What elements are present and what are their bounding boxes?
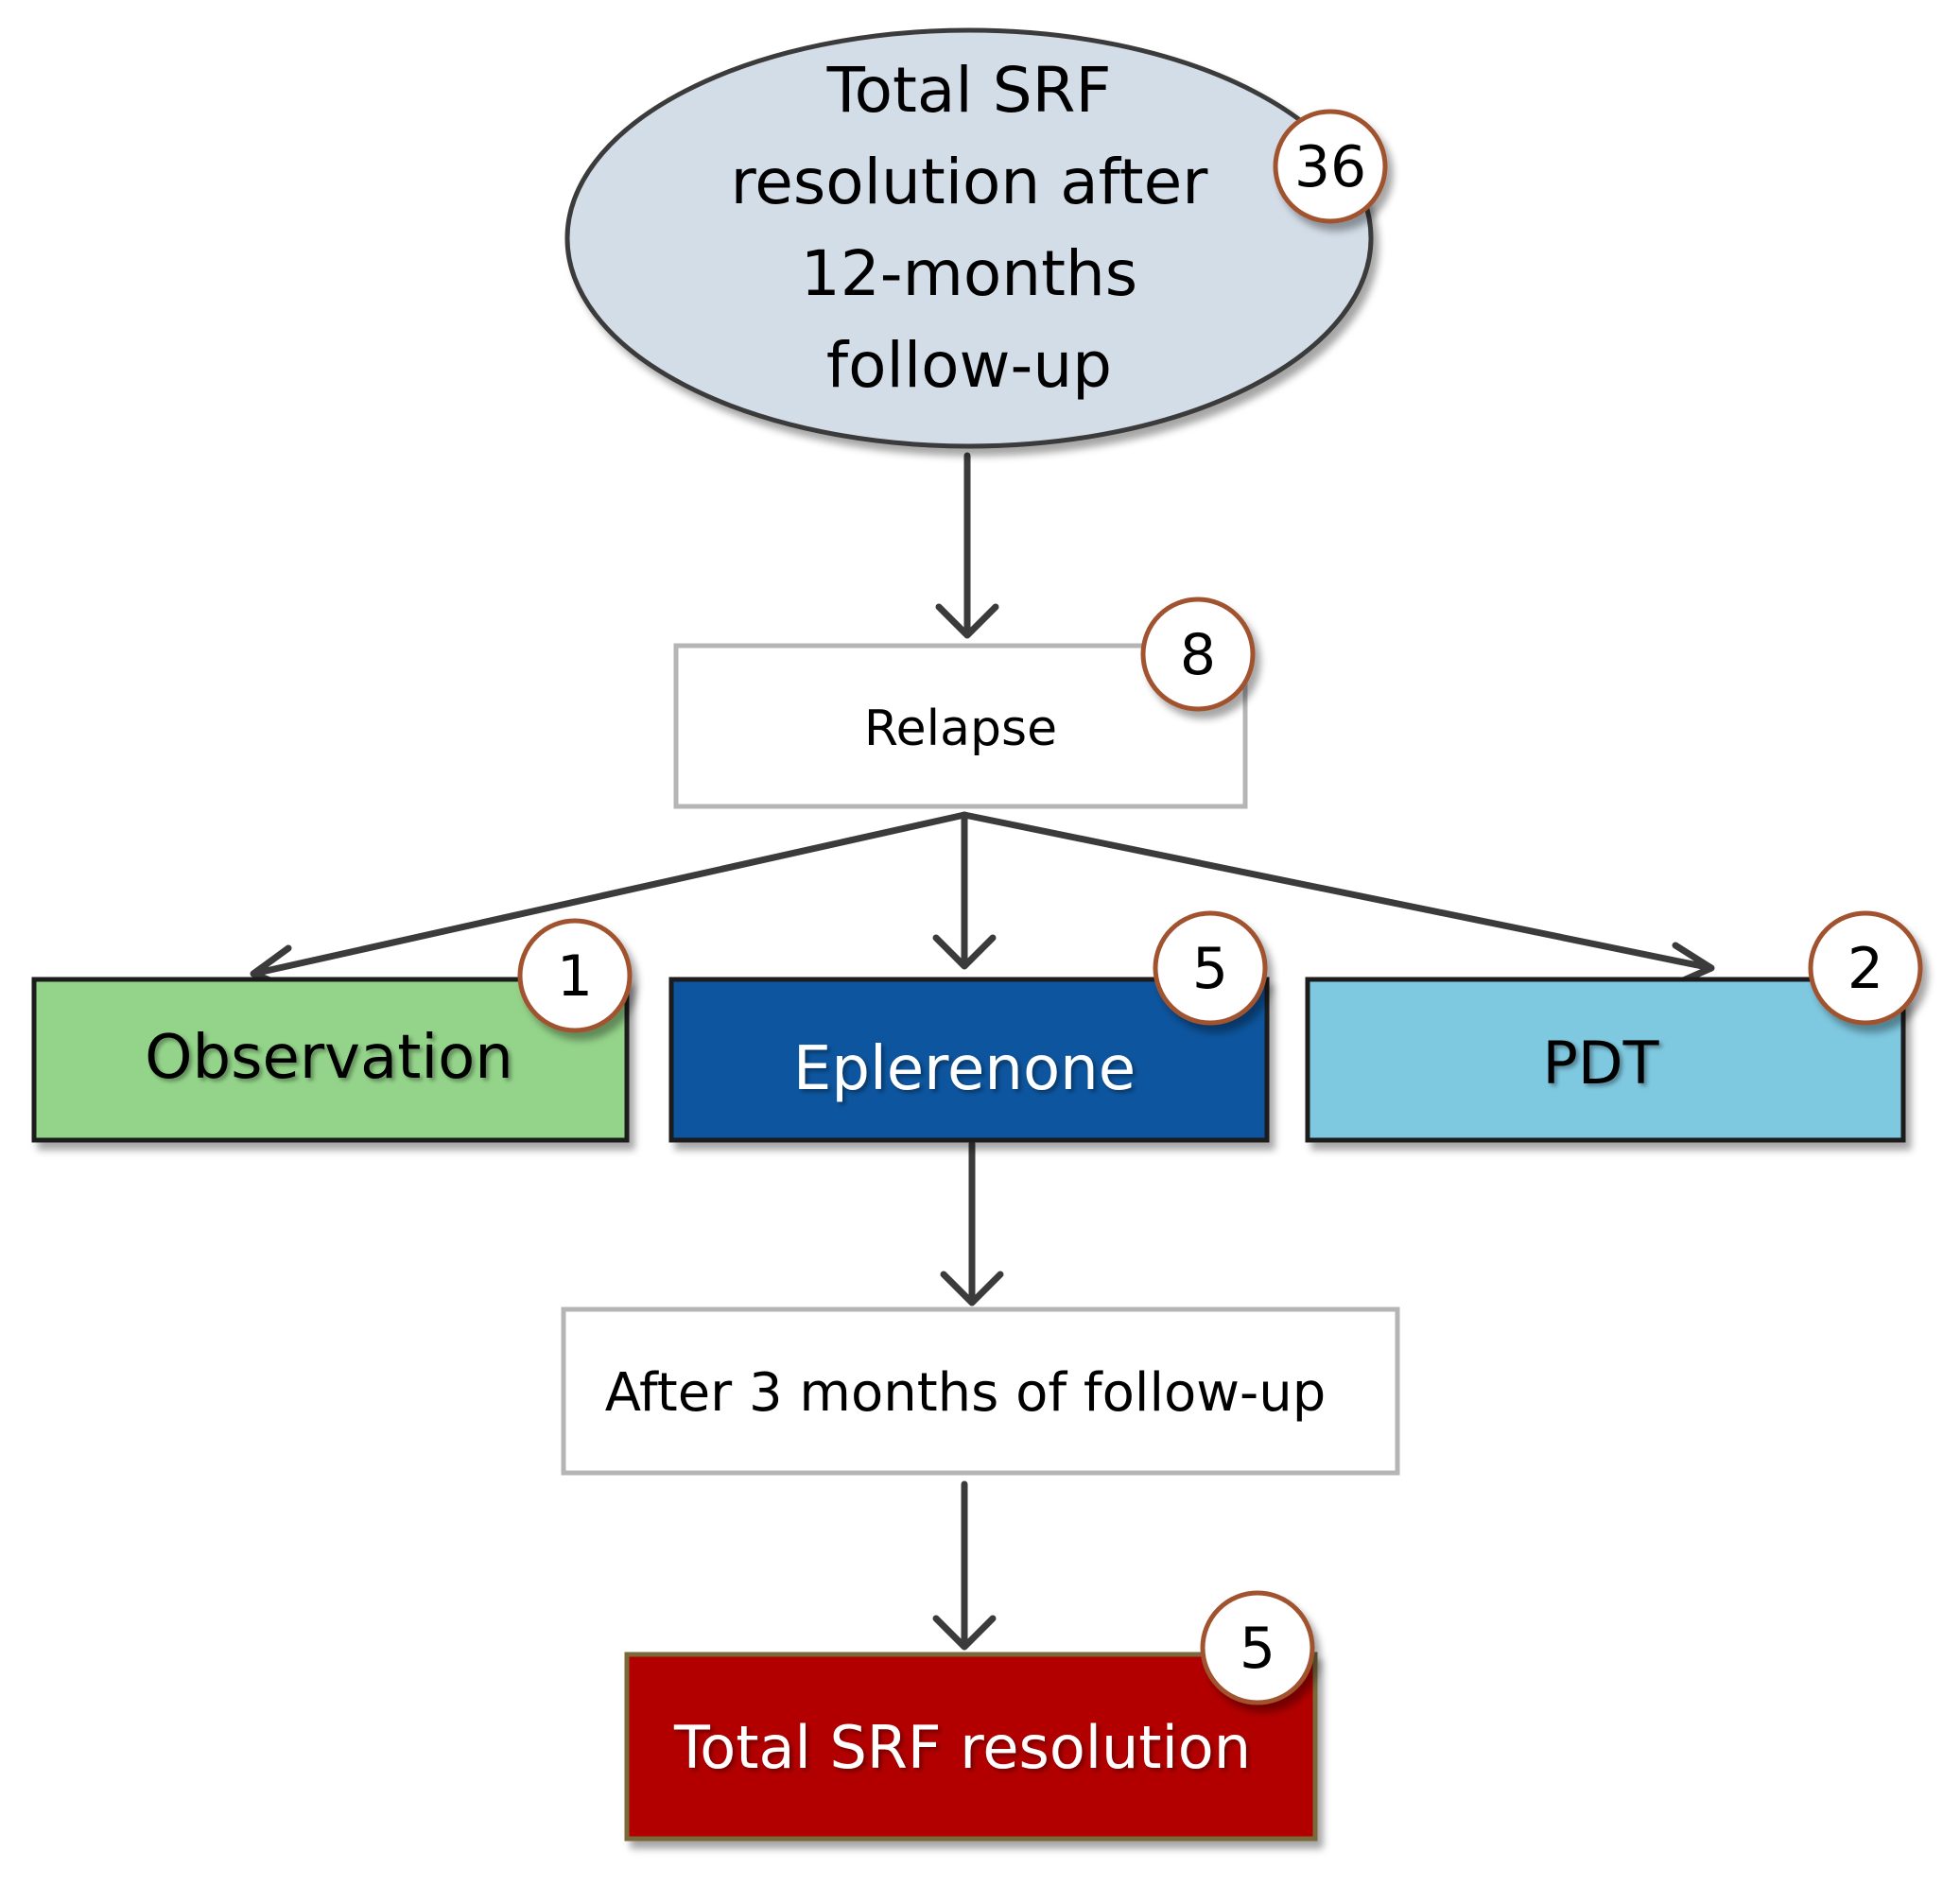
pdt-label: PDT — [1542, 1029, 1659, 1098]
arrows — [250, 452, 1715, 1651]
followup-label: After 3 months of follow-up — [605, 1362, 1327, 1424]
badge-observation: 1 — [517, 918, 633, 1033]
observation-label: Observation — [145, 1023, 513, 1093]
relapse-label: Relapse — [864, 701, 1057, 757]
badge-observation-count: 1 — [557, 943, 593, 1010]
badge-relapse: 8 — [1140, 597, 1256, 712]
start-node: Total SRF resolution after 12-months fol… — [564, 27, 1374, 449]
arrow-eplerenone-to-followup — [940, 1140, 1004, 1306]
pdt-node: PDT — [1305, 977, 1906, 1143]
pdt-box — [1305, 977, 1906, 1143]
arrow-relapse-to-eplerenone — [932, 811, 997, 970]
badge-start-circle — [1273, 109, 1388, 224]
badge-start-count: 36 — [1294, 134, 1366, 200]
badge-pdt-circle — [1808, 910, 1923, 1026]
resolution-node: Total SRF resolution — [624, 1652, 1318, 1842]
arrow-start-to-relapse — [935, 452, 999, 639]
followup-box — [561, 1306, 1400, 1476]
count-badges: 36 8 1 5 2 5 — [517, 109, 1923, 1705]
badge-start: 36 — [1273, 109, 1388, 224]
relapse-node: Relapse — [673, 643, 1248, 809]
badge-pdt-count: 2 — [1847, 936, 1883, 1002]
relapse-box — [673, 643, 1248, 809]
eplerenone-label: Eplerenone — [793, 1034, 1136, 1104]
start-line-4: follow-up — [826, 329, 1112, 402]
followup-node: After 3 months of follow-up — [561, 1306, 1400, 1476]
start-line-1: Total SRF — [826, 54, 1112, 127]
eplerenone-box — [668, 977, 1270, 1143]
badge-relapse-circle — [1140, 597, 1256, 712]
badge-resolution: 5 — [1200, 1590, 1315, 1705]
badge-eplerenone-count: 5 — [1192, 936, 1228, 1002]
arrow-followup-to-resolution — [932, 1480, 997, 1651]
badge-eplerenone-circle — [1153, 910, 1268, 1026]
badge-observation-circle — [517, 918, 633, 1033]
resolution-label: Total SRF resolution — [673, 1713, 1251, 1782]
badge-eplerenone: 5 — [1153, 910, 1268, 1026]
start-ellipse — [564, 27, 1374, 449]
badge-pdt: 2 — [1808, 910, 1923, 1026]
badge-resolution-count: 5 — [1240, 1616, 1275, 1682]
start-line-3: 12-months — [801, 237, 1137, 310]
badge-resolution-circle — [1200, 1590, 1315, 1705]
eplerenone-node: Eplerenone — [668, 977, 1270, 1143]
badge-relapse-count: 8 — [1180, 622, 1216, 688]
resolution-box — [624, 1652, 1318, 1842]
arrow-relapse-to-pdt — [961, 811, 1715, 989]
start-line-2: resolution after — [731, 146, 1209, 218]
